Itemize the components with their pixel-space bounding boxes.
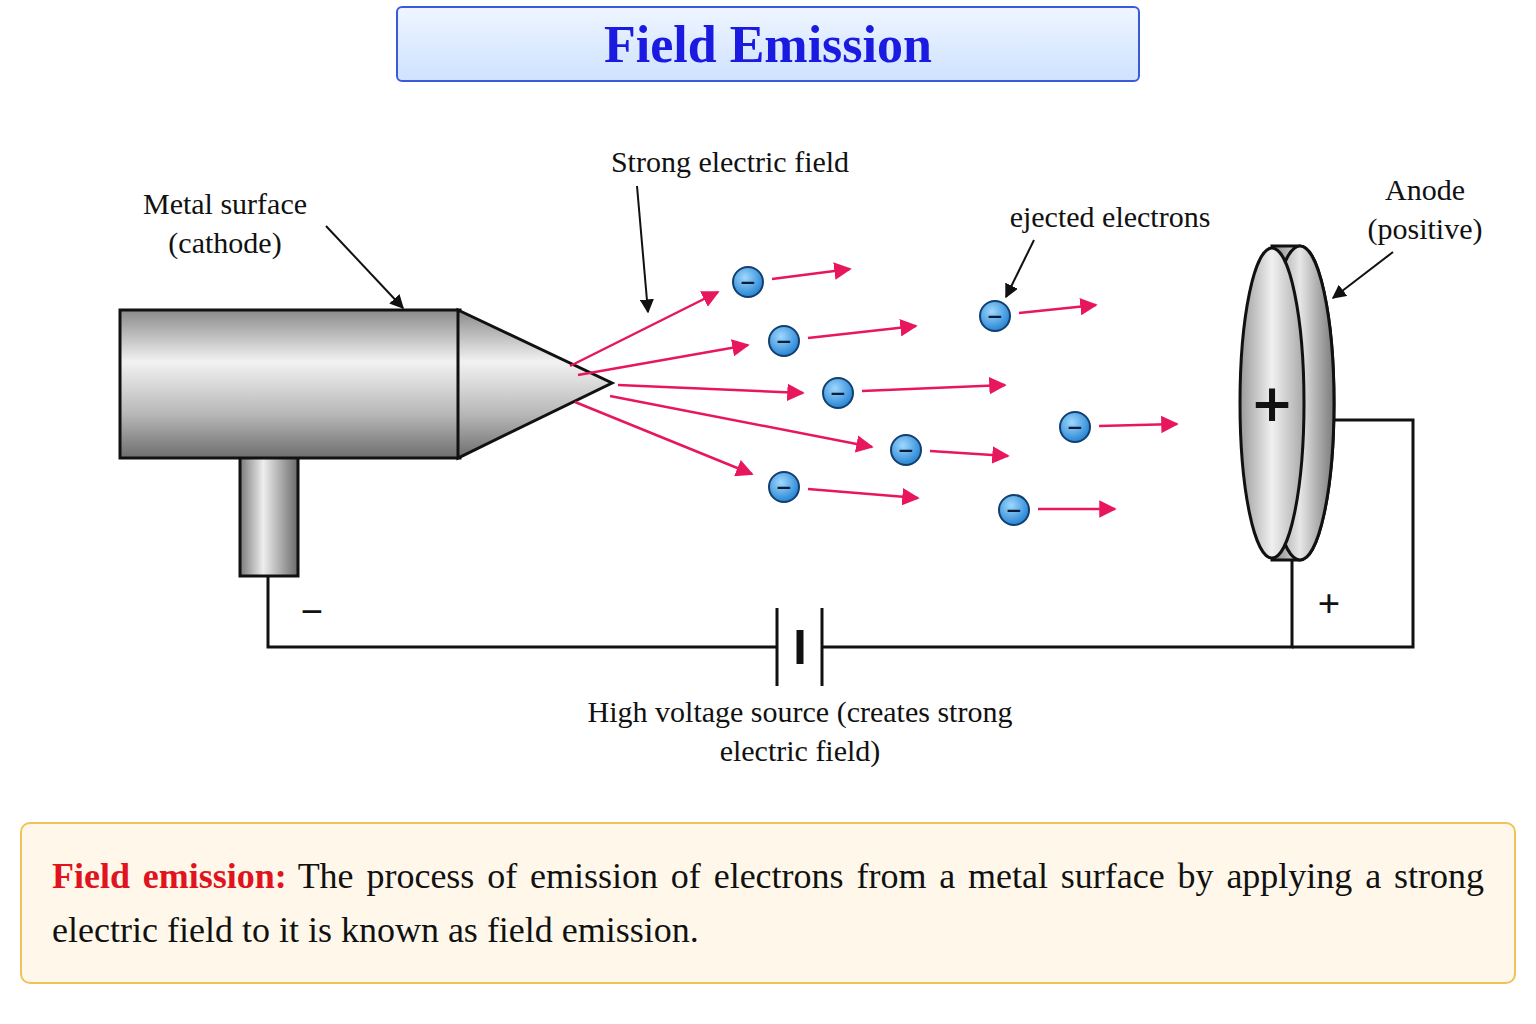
charge-sign: − bbox=[776, 477, 793, 497]
definition-paragraph: Field emission:The process of emission o… bbox=[52, 849, 1484, 957]
electron-circle: − bbox=[889, 433, 923, 467]
electron-circle: − bbox=[997, 493, 1031, 527]
electron-circle: − bbox=[1058, 410, 1092, 444]
charge-sign: − bbox=[776, 331, 793, 351]
polarity-sign: − bbox=[290, 586, 334, 638]
charge-sign: − bbox=[740, 272, 757, 292]
electron-circle: − bbox=[978, 299, 1012, 333]
title-text: Field Emission bbox=[604, 15, 932, 74]
electron-circle: − bbox=[767, 324, 801, 358]
battery-symbol bbox=[777, 608, 822, 686]
electron-circle: − bbox=[821, 376, 855, 410]
leader-line bbox=[326, 186, 1393, 312]
part-label: Metal surface (cathode) bbox=[100, 184, 350, 262]
electron-motion-arrow bbox=[772, 269, 1177, 509]
electron-circle: − bbox=[767, 470, 801, 504]
title-box: Field Emission bbox=[396, 6, 1140, 82]
anode-face: + bbox=[1238, 246, 1306, 560]
definition-term: Field emission: bbox=[52, 856, 287, 896]
cathode-tip bbox=[120, 310, 612, 576]
source-label: High voltage source (creates strong elec… bbox=[560, 692, 1040, 770]
charge-sign: + bbox=[1250, 377, 1294, 429]
electron-label: ejected electrons bbox=[970, 197, 1250, 236]
charge-sign: − bbox=[987, 306, 1004, 326]
charge-sign: − bbox=[1006, 500, 1023, 520]
charge-sign: − bbox=[898, 440, 915, 460]
anode-label: Anode (positive) bbox=[1345, 170, 1505, 248]
field-line bbox=[570, 292, 872, 474]
electron-circle: − bbox=[731, 265, 765, 299]
definition-box: Field emission:The process of emission o… bbox=[20, 822, 1516, 984]
field-label: Strong electric field bbox=[560, 142, 900, 181]
charge-sign: − bbox=[830, 383, 847, 403]
polarity-sign: + bbox=[1307, 578, 1351, 630]
charge-sign: − bbox=[1067, 417, 1084, 437]
